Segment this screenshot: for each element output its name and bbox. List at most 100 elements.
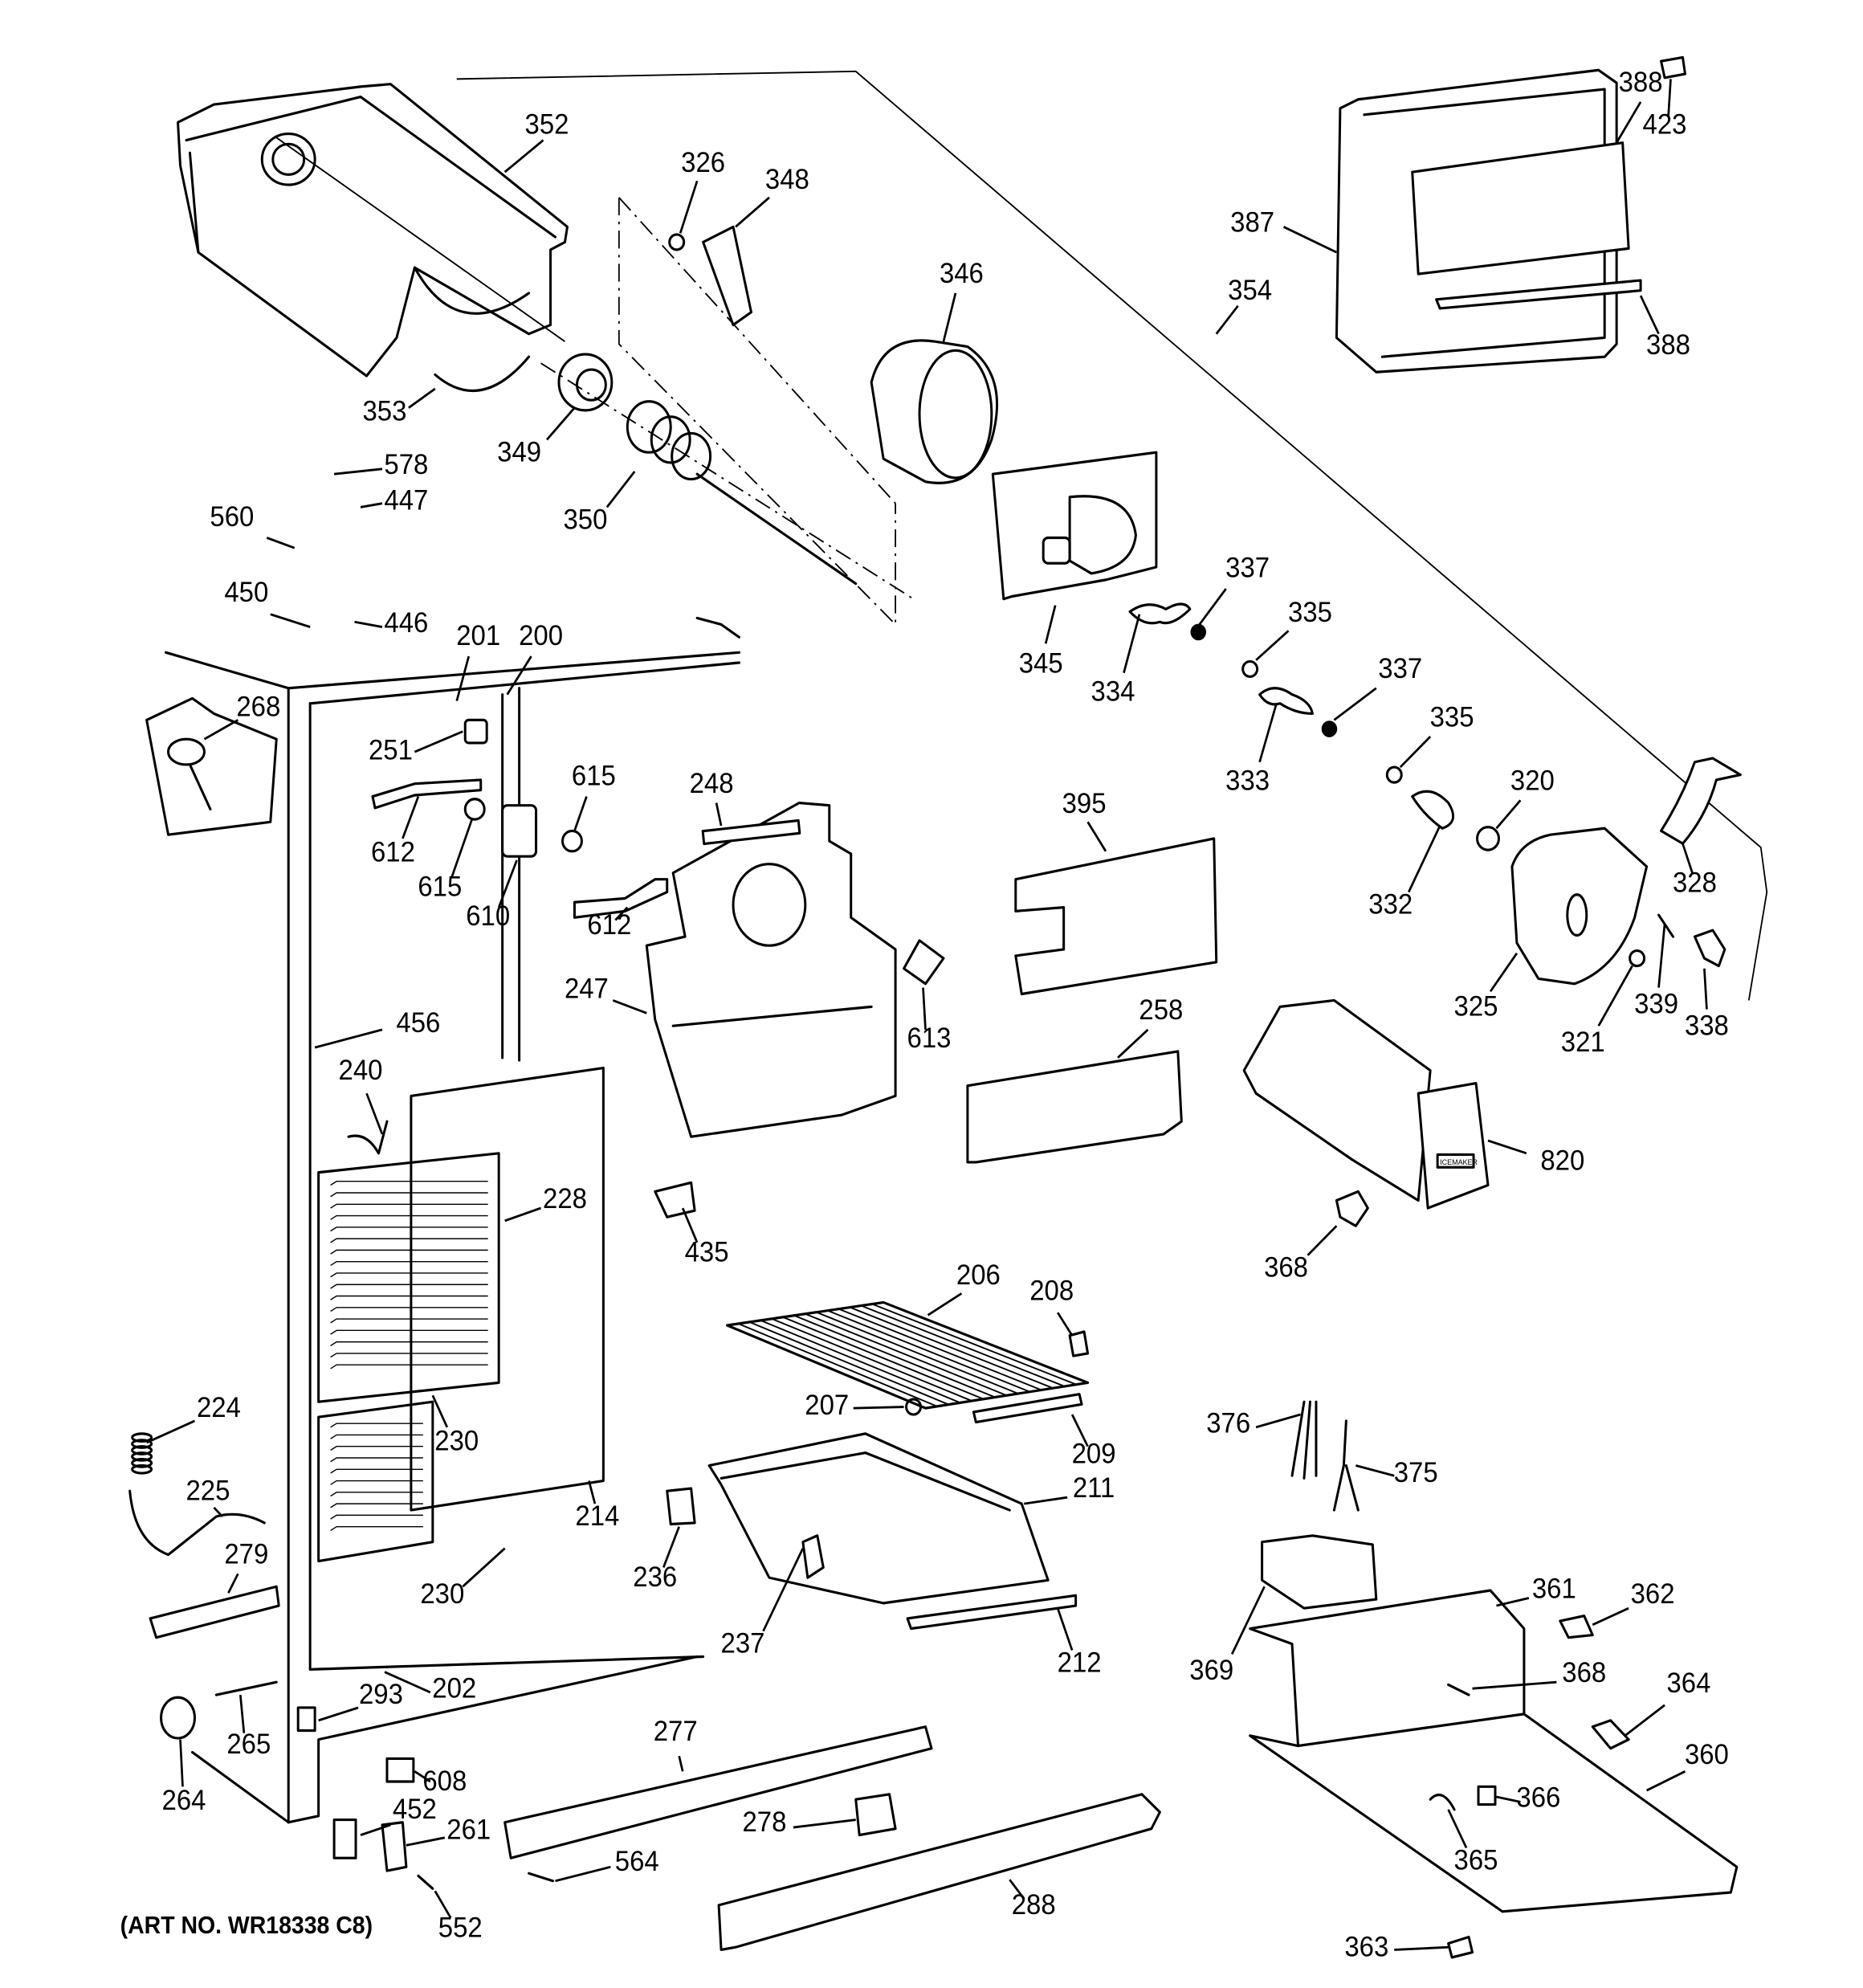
part-callout-268[interactable]: 268 xyxy=(236,692,280,723)
cam-332-illustration xyxy=(1411,790,1455,830)
leader-line-612 xyxy=(614,906,629,921)
part-callout-615[interactable]: 615 xyxy=(418,871,462,902)
part-callout-361[interactable]: 361 xyxy=(1532,1574,1576,1605)
part-callout-395[interactable]: 395 xyxy=(1062,788,1107,819)
part-callout-349[interactable]: 349 xyxy=(497,436,541,467)
part-callout-352[interactable]: 352 xyxy=(525,109,569,141)
part-callout-423[interactable]: 423 xyxy=(1643,109,1687,141)
part-callout-228[interactable]: 228 xyxy=(543,1183,587,1214)
part-callout-615[interactable]: 615 xyxy=(572,760,616,791)
part-callout-237[interactable]: 237 xyxy=(721,1628,765,1659)
part-callout-293[interactable]: 293 xyxy=(359,1679,403,1710)
part-callout-612[interactable]: 612 xyxy=(587,909,631,941)
part-callout-368[interactable]: 368 xyxy=(1562,1657,1606,1688)
part-callout-265[interactable]: 265 xyxy=(226,1729,271,1760)
part-callout-820[interactable]: 820 xyxy=(1540,1145,1584,1177)
part-callout-332[interactable]: 332 xyxy=(1368,889,1413,921)
part-callout-564[interactable]: 564 xyxy=(615,1846,659,1877)
part-callout-387[interactable]: 387 xyxy=(1230,207,1274,239)
part-callout-337[interactable]: 337 xyxy=(1225,553,1270,584)
part-callout-446[interactable]: 446 xyxy=(384,607,428,639)
part-callout-279[interactable]: 279 xyxy=(224,1539,268,1570)
part-callout-288[interactable]: 288 xyxy=(1012,1889,1056,1921)
part-callout-209[interactable]: 209 xyxy=(1072,1438,1116,1469)
part-callout-200[interactable]: 200 xyxy=(519,620,563,651)
part-callout-333[interactable]: 333 xyxy=(1225,765,1270,797)
part-callout-214[interactable]: 214 xyxy=(575,1500,619,1532)
part-callout-264[interactable]: 264 xyxy=(162,1785,206,1816)
part-callout-578[interactable]: 578 xyxy=(384,449,428,480)
part-callout-258[interactable]: 258 xyxy=(1139,994,1183,1026)
part-callout-236[interactable]: 236 xyxy=(633,1561,677,1593)
part-callout-450[interactable]: 450 xyxy=(224,577,268,608)
part-callout-321[interactable]: 321 xyxy=(1561,1027,1605,1058)
part-callout-230[interactable]: 230 xyxy=(434,1426,479,1457)
leader-line-615 xyxy=(450,818,474,878)
part-callout-278[interactable]: 278 xyxy=(742,1806,786,1838)
part-callout-552[interactable]: 552 xyxy=(438,1912,483,1944)
part-callout-339[interactable]: 339 xyxy=(1634,988,1678,1019)
part-callout-334[interactable]: 334 xyxy=(1091,676,1135,708)
part-callout-375[interactable]: 375 xyxy=(1394,1457,1438,1488)
part-callout-560[interactable]: 560 xyxy=(210,501,254,533)
evaporator-fin xyxy=(330,1329,488,1335)
part-callout-447[interactable]: 447 xyxy=(384,485,428,516)
part-callout-230[interactable]: 230 xyxy=(420,1578,464,1610)
part-callout-345[interactable]: 345 xyxy=(1019,648,1063,680)
part-callout-388[interactable]: 388 xyxy=(1619,67,1663,98)
part-callout-366[interactable]: 366 xyxy=(1516,1782,1560,1814)
part-callout-452[interactable]: 452 xyxy=(393,1794,437,1825)
part-callout-435[interactable]: 435 xyxy=(685,1237,729,1268)
part-callout-335[interactable]: 335 xyxy=(1430,701,1474,733)
part-callout-224[interactable]: 224 xyxy=(197,1392,241,1423)
part-callout-610[interactable]: 610 xyxy=(466,900,510,932)
part-callout-337[interactable]: 337 xyxy=(1378,653,1422,684)
part-callout-248[interactable]: 248 xyxy=(690,768,734,799)
part-callout-335[interactable]: 335 xyxy=(1288,597,1332,628)
part-callout-388[interactable]: 388 xyxy=(1646,329,1690,361)
part-callout-346[interactable]: 346 xyxy=(940,258,984,289)
part-callout-211[interactable]: 211 xyxy=(1073,1472,1115,1504)
part-callout-277[interactable]: 277 xyxy=(654,1716,698,1747)
evaporator-fin xyxy=(330,1203,488,1209)
part-callout-328[interactable]: 328 xyxy=(1673,867,1717,899)
part-callout-354[interactable]: 354 xyxy=(1228,275,1272,306)
part-callout-261[interactable]: 261 xyxy=(446,1815,491,1846)
part-callout-612[interactable]: 612 xyxy=(371,837,415,868)
part-callout-207[interactable]: 207 xyxy=(805,1390,849,1421)
part-callout-338[interactable]: 338 xyxy=(1685,1010,1729,1041)
part-callout-608[interactable]: 608 xyxy=(422,1766,467,1797)
part-callout-369[interactable]: 369 xyxy=(1189,1655,1233,1686)
part-callout-348[interactable]: 348 xyxy=(765,164,809,195)
part-callout-208[interactable]: 208 xyxy=(1029,1275,1074,1306)
part-callout-320[interactable]: 320 xyxy=(1510,765,1555,797)
bracket-278-illustration xyxy=(854,1793,897,1837)
part-callout-325[interactable]: 325 xyxy=(1454,991,1498,1023)
part-callout-225[interactable]: 225 xyxy=(185,1475,230,1506)
part-callout-364[interactable]: 364 xyxy=(1666,1668,1710,1699)
evaporator-fin xyxy=(330,1307,488,1312)
leader-line-352 xyxy=(503,139,544,173)
part-callout-376[interactable]: 376 xyxy=(1206,1407,1250,1439)
part-callout-202[interactable]: 202 xyxy=(432,1672,476,1704)
motor-325-illustration xyxy=(1510,827,1649,986)
leader-line-288 xyxy=(1009,1879,1025,1900)
part-callout-365[interactable]: 365 xyxy=(1454,1845,1498,1876)
part-callout-362[interactable]: 362 xyxy=(1631,1578,1675,1610)
part-callout-360[interactable]: 360 xyxy=(1685,1739,1729,1770)
part-callout-326[interactable]: 326 xyxy=(681,147,725,178)
part-callout-247[interactable]: 247 xyxy=(565,973,609,1004)
part-callout-201[interactable]: 201 xyxy=(456,620,500,651)
part-callout-363[interactable]: 363 xyxy=(1344,1931,1388,1962)
part-callout-613[interactable]: 613 xyxy=(907,1023,952,1054)
part-callout-350[interactable]: 350 xyxy=(563,504,607,536)
part-callout-206[interactable]: 206 xyxy=(956,1259,1001,1291)
part-callout-353[interactable]: 353 xyxy=(362,396,406,427)
icemaker-label: ICEMAKER xyxy=(1440,1158,1478,1166)
part-callout-456[interactable]: 456 xyxy=(396,1007,440,1039)
part-callout-212[interactable]: 212 xyxy=(1058,1647,1102,1679)
part-callout-240[interactable]: 240 xyxy=(339,1055,383,1086)
part-callout-251[interactable]: 251 xyxy=(369,735,413,766)
part-callout-368[interactable]: 368 xyxy=(1264,1252,1308,1284)
shelf-wire xyxy=(871,1303,1077,1386)
